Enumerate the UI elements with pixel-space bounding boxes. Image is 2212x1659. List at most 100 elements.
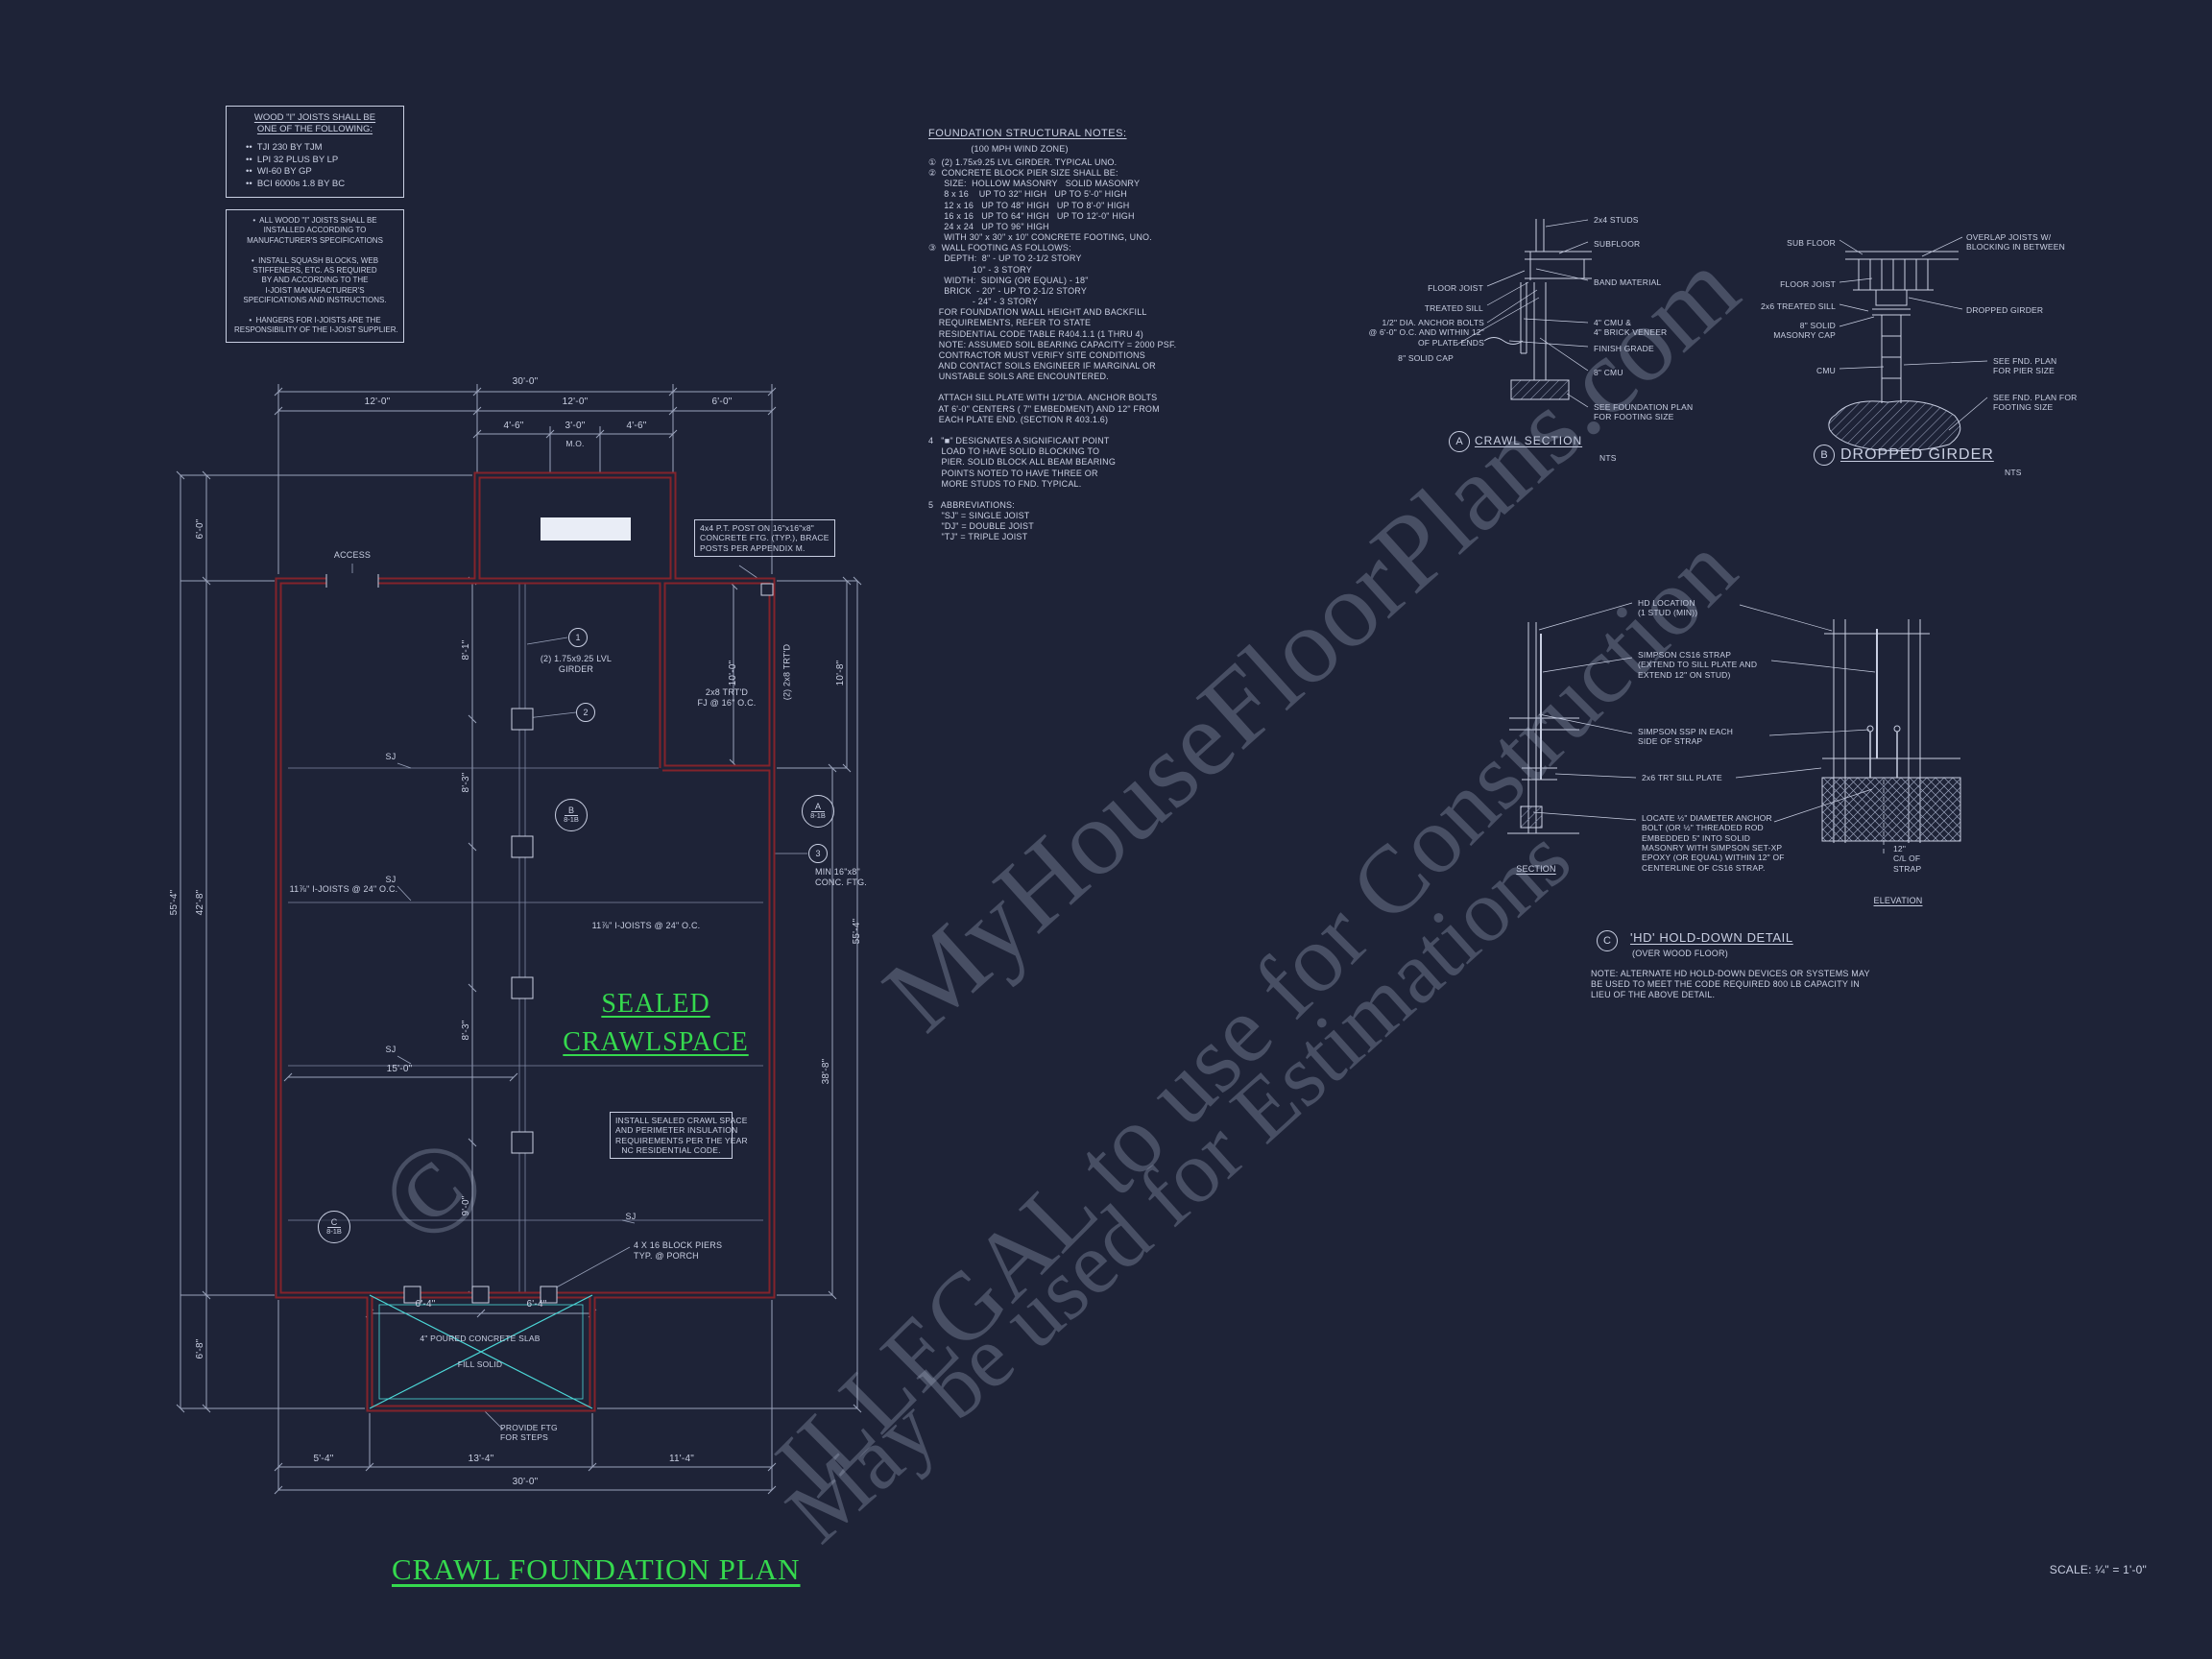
hd-strap-label: SIMPSON CS16 STRAP (EXTEND TO SILL PLATE… [1638, 650, 1758, 680]
structural-notes-title: FOUNDATION STRUCTURAL NOTES: [928, 128, 1127, 139]
keynote-marker-1: 1 [568, 628, 588, 647]
cs-band-label: BAND MATERIAL [1594, 277, 1662, 287]
section-marker-c-ref: 8-1B [326, 1227, 342, 1237]
floor-joist-note: 2x8 TRT'D FJ @ 16" O.C. [697, 687, 757, 708]
hd-title: 'HD' HOLD-DOWN DETAIL [1630, 930, 1793, 945]
fill-solid-label: FILL SOLID [457, 1359, 503, 1369]
insulation-note: INSTALL SEALED CRAWL SPACE AND PERIMETER… [610, 1112, 748, 1160]
hd-ssp-label: SIMPSON SSP IN EACH SIDE OF STRAP [1638, 727, 1734, 747]
dim-right-overall: 55'-4" [851, 918, 862, 945]
ijoist-spacing-note-2: 11⅞" I-JOISTS @ 24" O.C. [591, 921, 701, 930]
ijoist-notes-box: • ALL WOOD "I" JOISTS SHALL BE INSTALLED… [226, 209, 404, 343]
dim-top-left: 12'-0" [364, 397, 391, 407]
dg-floor-joist-label: FLOOR JOIST [1780, 279, 1836, 289]
keynote-marker-3: 3 [808, 844, 828, 863]
section-marker-b-letter: B [564, 805, 578, 817]
cs-treated-sill-label: TREATED SILL [1424, 303, 1483, 313]
cs-floor-joist-label: FLOOR JOIST [1428, 283, 1483, 293]
structural-notes-subtitle: (100 MPH WIND ZONE) [971, 144, 1069, 154]
dg-title: DROPPED GIRDER [1840, 446, 1994, 463]
dim-porch-right: 6'-4" [526, 1299, 547, 1310]
single-joist-label-3: SJ [385, 1045, 397, 1054]
cs-anchor-bolt-label: 1/2" DIA. ANCHOR BOLTS @ 6'-0" O.C. AND … [1368, 318, 1484, 348]
plan-leader-lines [351, 564, 807, 1431]
dim-top-mid: 12'-0" [562, 397, 589, 407]
dim-porch-left: 6'-4" [415, 1299, 436, 1310]
hd-strap-centerline-label: 12" C/L OF STRAP [1893, 844, 1922, 874]
block-piers-note: 4 X 16 BLOCK PIERS TYP. @ PORCH [634, 1240, 723, 1261]
single-joist-label-1: SJ [385, 752, 397, 761]
section-marker-c: C 8-1B [318, 1211, 350, 1243]
dim-bottom-mid: 13'-4" [468, 1454, 494, 1464]
dim-bay-2: 8'-3" [460, 772, 471, 793]
cs-subfloor-label: SUBFLOOR [1594, 239, 1641, 249]
ijoist-spec-list: •• TJI 230 BY TJM •• LPI 32 PLUS BY LP •… [246, 141, 346, 190]
access-label: ACCESS [333, 550, 372, 560]
concrete-slab-label: 4" POURED CONCRETE SLAB [420, 1334, 541, 1343]
dim-left-main: 42'-8" [194, 889, 205, 916]
dim-overall-bottom: 30'-0" [512, 1477, 539, 1487]
plan-interior-lines [288, 581, 763, 1295]
dim-interior-15: 15'-0" [386, 1064, 413, 1074]
hd-section-label: SECTION [1516, 864, 1556, 874]
dg-subfloor-label: SUB FLOOR [1787, 238, 1836, 248]
hd-elevation-label: ELEVATION [1873, 896, 1923, 905]
dg-girder-label: DROPPED GIRDER [1966, 305, 2044, 315]
hd-note: NOTE: ALTERNATE HD HOLD-DOWN DEVICES OR … [1591, 969, 1870, 999]
single-joist-label-4: SJ [625, 1212, 637, 1221]
single-joist-label-2: SJ [385, 875, 397, 884]
dim-right-lower: 38'-8" [820, 1058, 831, 1085]
section-marker-a-letter: A [810, 802, 825, 813]
dim-bottom-left: 5'-4" [313, 1454, 334, 1464]
cs-title-marker: A [1449, 431, 1470, 452]
dim-left-porch: 6'-8" [194, 1338, 205, 1359]
dg-cmu-label: CMU [1816, 366, 1836, 375]
dim-bottom-right: 11'-4" [669, 1454, 694, 1464]
dg-overlap-label: OVERLAP JOISTS W/ BLOCKING IN BETWEEN [1966, 232, 2065, 252]
plan-piers [403, 583, 774, 1304]
cs-footing-label: SEE FOUNDATION PLAN FOR FOOTING SIZE [1594, 402, 1694, 422]
dim-stoop-mid: 3'-0" [565, 421, 586, 431]
hd-title-marker: C [1597, 930, 1618, 951]
plan-label-plate [541, 517, 631, 541]
dim-left-stoop: 6'-0" [194, 518, 205, 540]
ijoist-spec-heading: WOOD "I" JOISTS SHALL BE ONE OF THE FOLL… [253, 112, 376, 135]
dim-stoop-left: 4'-6" [503, 421, 524, 431]
dg-sill-label: 2x6 TREATED SILL [1761, 301, 1836, 311]
hd-subtitle: (OVER WOOD FLOOR) [1632, 949, 1728, 958]
dim-masonry-opening: M.O. [565, 439, 585, 448]
dropped-girder-drawing [1828, 236, 1988, 452]
structural-notes-body: ① (2) 1.75x9.25 LVL GIRDER. TYPICAL UNO.… [928, 157, 1177, 542]
dim-bay-3: 8'-3" [460, 1020, 471, 1041]
porch-slab-lines [369, 1294, 593, 1409]
cs-cmu-label: 8" CMU [1594, 368, 1623, 377]
cs-studs-label: 2x4 STUDS [1594, 215, 1639, 225]
hd-anchor-label: LOCATE ½" DIAMETER ANCHOR BOLT (OR ½" TH… [1642, 813, 1785, 873]
dg-footing-size-label: SEE FND. PLAN FOR FOOTING SIZE [1993, 393, 2078, 413]
dg-nts: NTS [2005, 468, 2022, 477]
dim-bay-1: 8'-1" [460, 639, 471, 661]
dim-stoop-right: 4'-6" [626, 421, 647, 431]
plan-title: CRAWL FOUNDATION PLAN [392, 1552, 801, 1586]
hd-detail-drawing [1507, 602, 1961, 856]
keynote-marker-2: 2 [576, 703, 595, 722]
sealed-crawlspace-line2: CRAWLSPACE [563, 1027, 749, 1057]
section-marker-a-ref: 8-1B [810, 811, 826, 821]
hd-location-label: HD LOCATION (1 STUD (MIN)) [1638, 598, 1698, 618]
lvl-girder-note: (2) 1.75x9.25 LVL GIRDER [540, 654, 613, 674]
cs-veneer-label: 4" CMU & 4" BRICK VENEER [1594, 318, 1668, 338]
section-marker-b: B 8-1B [555, 799, 588, 831]
min-footing-note: MIN 16"x8" CONC. FTG. [815, 867, 867, 887]
ijoist-spacing-note-1: 11⅞" I-JOISTS @ 24" O.C. [289, 884, 398, 894]
cs-title: CRAWL SECTION [1475, 434, 1583, 447]
cs-finish-grade-label: FINISH GRADE [1594, 344, 1654, 353]
dg-title-marker: B [1814, 445, 1835, 466]
section-marker-c-letter: C [326, 1217, 342, 1229]
dim-top-right: 6'-0" [711, 397, 733, 407]
section-marker-a: A 8-1B [802, 795, 834, 828]
dim-right-inner: 10'-0" [727, 660, 738, 686]
cs-nts: NTS [1599, 453, 1617, 463]
dim-overall-top: 30'-0" [512, 376, 539, 387]
